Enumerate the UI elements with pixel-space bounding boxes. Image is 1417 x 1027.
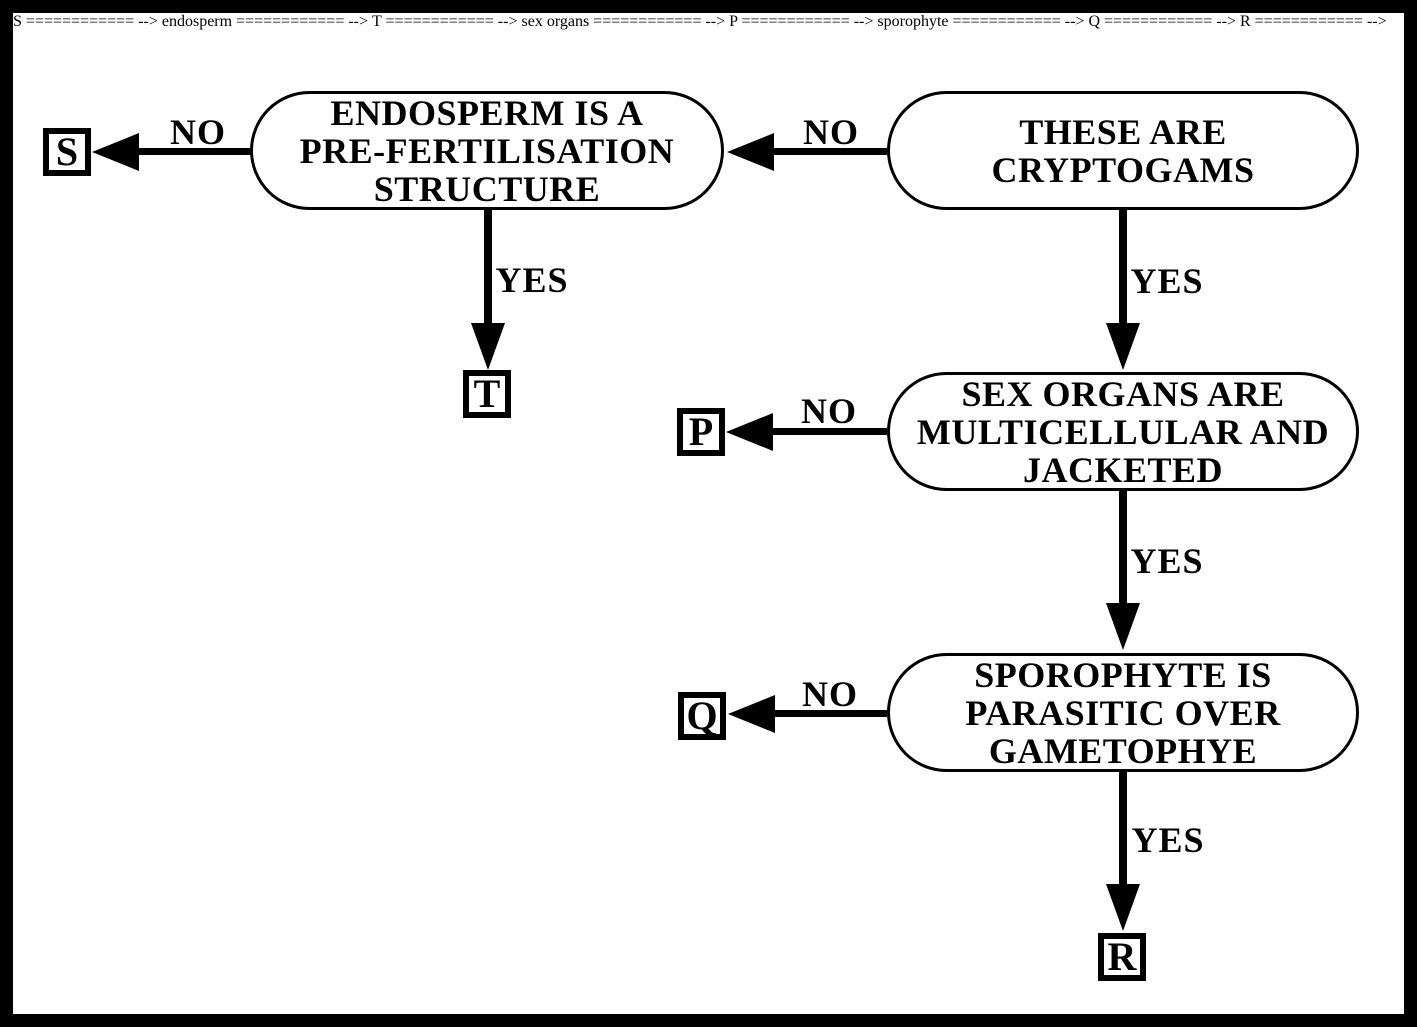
arrow-sporophyte-no-arrowhead-icon [728, 695, 775, 733]
terminal-letter-q: Q [686, 693, 718, 738]
arrow-sporophyte-yes-arrowhead-icon [1106, 884, 1140, 931]
arrow-sporophyte-no-shaft [774, 710, 887, 717]
edge-label-sex-organs-no: NO [801, 391, 857, 431]
edge-label-endosperm-no: NO [170, 112, 226, 152]
arrow-endosperm-yes-arrowhead-icon [471, 323, 505, 370]
node-endosperm-question: ENDOSPERM IS A PRE-FERTILISATION STRUCTU… [250, 91, 724, 210]
arrow-sex-organs-no-shaft [772, 428, 887, 435]
node-sex-organs-question: SEX ORGANS ARE MULTICELLULAR AND JACKETE… [887, 372, 1359, 491]
edge-label-sex-organs-yes: YES [1130, 541, 1204, 581]
arrow-cryptogams-no-arrowhead-icon [727, 133, 774, 171]
arrow-cryptogams-no-shaft [773, 148, 887, 155]
arrow-endosperm-no-shaft [138, 148, 252, 155]
node-sporophyte-label: SPOROPHYTE IS PARASITIC OVER GAMETOPHYE [965, 654, 1281, 771]
node-cryptogams-label: THESE ARE CRYPTOGAMS [991, 111, 1255, 190]
edge-label-endosperm-yes: YES [495, 260, 569, 300]
node-sporophyte-question: SPOROPHYTE IS PARASITIC OVER GAMETOPHYE [887, 653, 1359, 772]
edge-label-sporophyte-no: NO [802, 674, 858, 714]
arrow-sporophyte-yes-shaft [1119, 772, 1127, 886]
arrow-endosperm-no-arrowhead-icon [92, 133, 139, 171]
terminal-letter-s: S [55, 129, 79, 174]
edge-label-cryptogams-no: NO [803, 112, 859, 152]
arrow-sex-organs-yes-shaft [1119, 491, 1127, 605]
terminal-box-p: P [677, 408, 725, 456]
node-sex-organs-label: SEX ORGANS ARE MULTICELLULAR AND JACKETE… [916, 373, 1330, 490]
terminal-box-r: R [1098, 933, 1146, 981]
terminal-letter-t: T [473, 371, 501, 416]
edge-label-sporophyte-yes: YES [1131, 820, 1205, 860]
node-cryptogams-question: THESE ARE CRYPTOGAMS [887, 91, 1359, 210]
terminal-box-q: Q [678, 692, 726, 740]
edge-label-cryptogams-yes: YES [1130, 261, 1204, 301]
terminal-box-s: S [43, 128, 91, 176]
arrow-cryptogams-yes-shaft [1119, 209, 1127, 325]
terminal-letter-p: P [688, 409, 714, 454]
arrow-sex-organs-yes-arrowhead-icon [1106, 603, 1140, 650]
arrow-cryptogams-yes-arrowhead-icon [1106, 323, 1140, 370]
arrow-sex-organs-no-arrowhead-icon [726, 413, 773, 451]
terminal-letter-r: R [1107, 934, 1137, 979]
arrow-endosperm-yes-shaft [484, 209, 492, 325]
node-endosperm-label: ENDOSPERM IS A PRE-FERTILISATION STRUCTU… [299, 92, 675, 209]
terminal-box-t: T [463, 370, 511, 418]
